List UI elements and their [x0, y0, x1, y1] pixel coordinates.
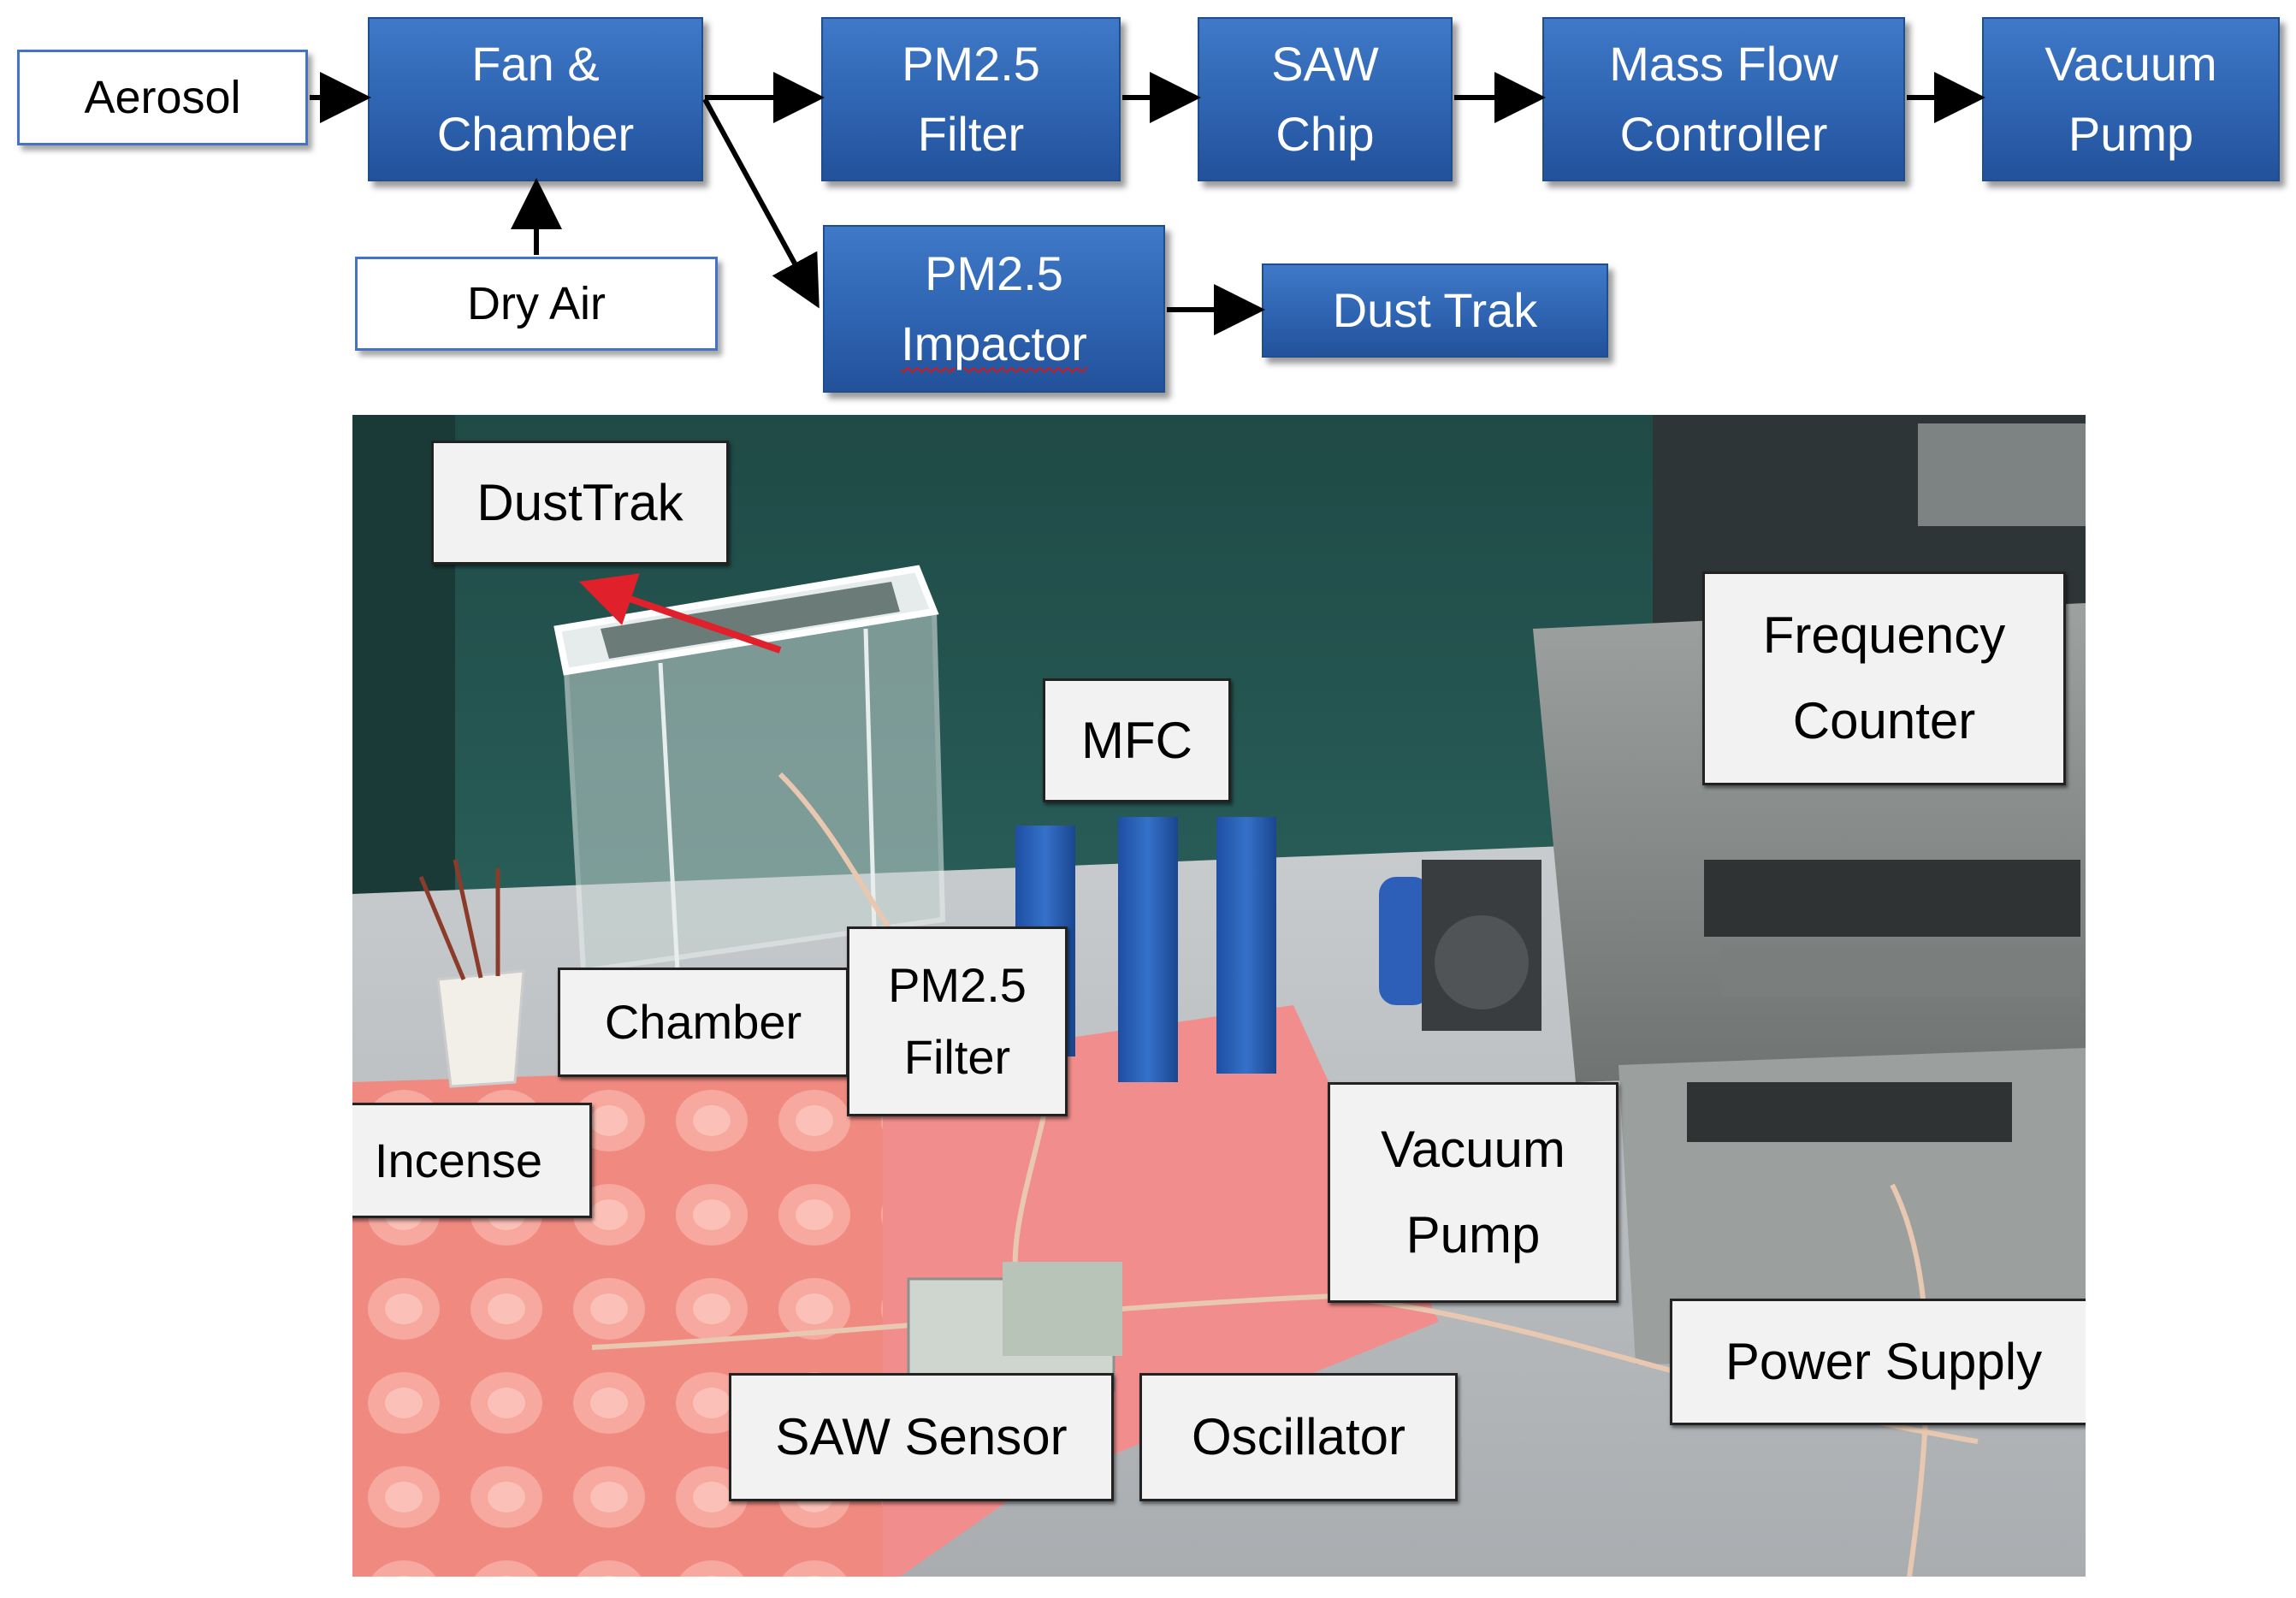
pm25-filter-label: PM2.5 Filter [902, 37, 1040, 161]
dry-air-box: Dry Air [355, 257, 718, 351]
monitor-right [1918, 423, 2086, 526]
saw-chip-box: SAW Chip [1198, 17, 1453, 181]
callout-dusttrak-text: DustTrak [476, 473, 683, 531]
lab-setup-photo: DustTrak Frequency Counter MFC Chamber P… [352, 415, 2086, 1577]
callout-pm25-filter: PM2.5 Filter [847, 926, 1068, 1116]
vacuum-pump-box: Vacuum Pump [1982, 17, 2280, 181]
callout-pm25-filter-text: PM2.5 Filter [888, 958, 1027, 1084]
callout-vacuum-pump: Vacuum Pump [1328, 1082, 1618, 1303]
callout-saw-sensor-text: SAW Sensor [775, 1408, 1068, 1465]
mfc-unit-2 [1118, 817, 1178, 1082]
dust-trak-box: Dust Trak [1262, 263, 1608, 358]
callout-chamber: Chamber [558, 968, 849, 1077]
saw-chip-label: SAW Chip [1271, 37, 1379, 161]
vacuum-pump-label: Vacuum Pump [2045, 37, 2217, 161]
arrow-fan-to-impactor [702, 98, 820, 309]
pm25-impactor-box: PM2.5 Impactor [823, 225, 1165, 393]
callout-power-supply: Power Supply [1670, 1299, 2086, 1425]
callout-mfc: MFC [1043, 678, 1231, 802]
dusttrak-red-arrow [578, 573, 782, 654]
pm25-impactor-label-line2: Impactor [901, 317, 1087, 370]
pm25-filter-box: PM2.5 Filter [821, 17, 1121, 181]
power-supply-device [1618, 1048, 2086, 1364]
callout-incense: Incense [352, 1103, 592, 1218]
pm25-impactor-label-line1: PM2.5 [925, 246, 1063, 300]
callout-oscillator: Oscillator [1139, 1373, 1458, 1501]
mfc-unit-3 [1216, 817, 1276, 1074]
mass-flow-controller-box: Mass Flow Controller [1542, 17, 1905, 181]
aerosol-label: Aerosol [84, 72, 241, 123]
dust-trak-label: Dust Trak [1332, 283, 1538, 337]
flow-arrows [310, 72, 1985, 335]
callout-frequency-counter: Frequency Counter [1702, 571, 2066, 785]
callout-dusttrak: DustTrak [431, 441, 729, 565]
dry-air-label: Dry Air [467, 278, 606, 329]
incense-cup [418, 859, 525, 1088]
aerosol-box: Aerosol [17, 50, 308, 145]
vacuum-pump-device [1379, 860, 1542, 1031]
oscillator-board [1003, 1262, 1122, 1356]
callout-mfc-text: MFC [1081, 711, 1192, 769]
callout-oscillator-text: Oscillator [1191, 1408, 1406, 1465]
fan-chamber-label: Fan & Chamber [436, 37, 635, 161]
callout-chamber-text: Chamber [604, 995, 802, 1049]
callout-vacuum-pump-text: Vacuum Pump [1381, 1121, 1565, 1264]
callout-saw-sensor: SAW Sensor [729, 1373, 1114, 1501]
callout-power-supply-text: Power Supply [1725, 1333, 2043, 1390]
chamber-glass-box [553, 565, 946, 974]
callout-incense-text: Incense [374, 1133, 543, 1187]
callout-frequency-counter-text: Frequency Counter [1762, 607, 2006, 749]
mass-flow-controller-label: Mass Flow Controller [1609, 37, 1838, 161]
